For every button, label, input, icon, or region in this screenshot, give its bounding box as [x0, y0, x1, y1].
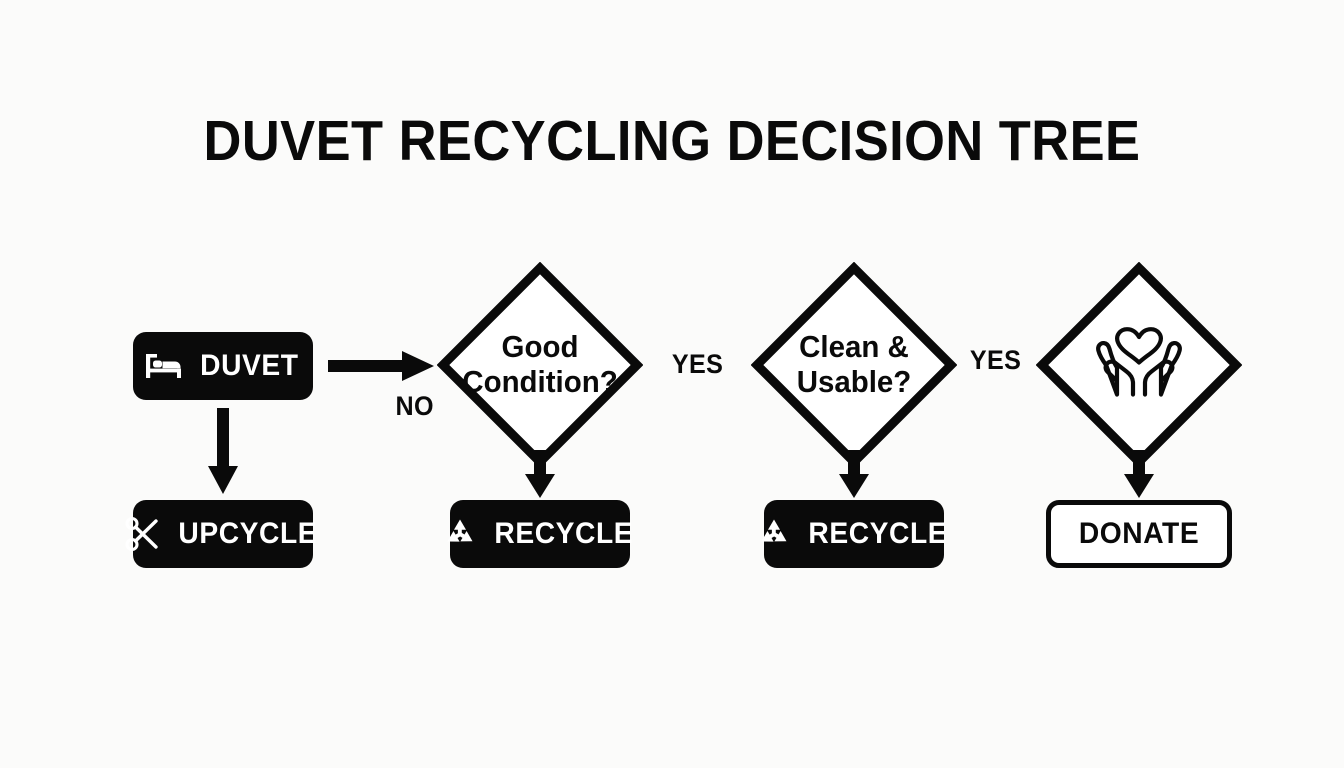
node-good-condition[interactable]: Good Condition?	[437, 262, 643, 468]
node-recycle-2[interactable]: RECYCLE	[761, 500, 947, 568]
page-title: DUVET RECYCLING DECISION TREE	[203, 109, 1141, 173]
node-upcycle[interactable]: UPCYCLE	[125, 500, 316, 568]
recycle-icon	[443, 517, 477, 551]
arrow-duvet-to-upcycle	[205, 408, 241, 496]
node-clean-usable[interactable]: Clean & Usable?	[751, 262, 957, 468]
node-duvet[interactable]: DUVET	[133, 332, 313, 400]
edge-label-no: NO	[395, 391, 434, 421]
node-donate-decision[interactable]	[1036, 262, 1242, 468]
recycle-icon	[757, 517, 791, 551]
arrow-clean-usable-to-recycle	[836, 450, 872, 500]
node-upcycle-label: UPCYCLE	[178, 517, 317, 550]
arrow-duvet-to-good-condition	[328, 348, 436, 384]
scissors-icon	[125, 517, 161, 551]
node-donate[interactable]: DONATE	[1046, 500, 1232, 568]
arrow-good-condition-to-recycle	[522, 450, 558, 500]
node-recycle-1-label: RECYCLE	[494, 517, 633, 550]
bed-icon	[144, 351, 184, 381]
node-recycle-2-label: RECYCLE	[808, 517, 947, 550]
node-donate-decision-icon-wrap	[1036, 262, 1242, 468]
arrow-donate-decision-to-donate	[1121, 450, 1157, 500]
hands-heart-icon	[1091, 326, 1187, 404]
node-donate-label: DONATE	[1078, 517, 1200, 550]
node-duvet-label: DUVET	[200, 349, 299, 382]
edge-label-yes-1: YES	[671, 349, 724, 379]
edge-label-yes-2: YES	[969, 345, 1022, 375]
node-recycle-1[interactable]: RECYCLE	[447, 500, 633, 568]
